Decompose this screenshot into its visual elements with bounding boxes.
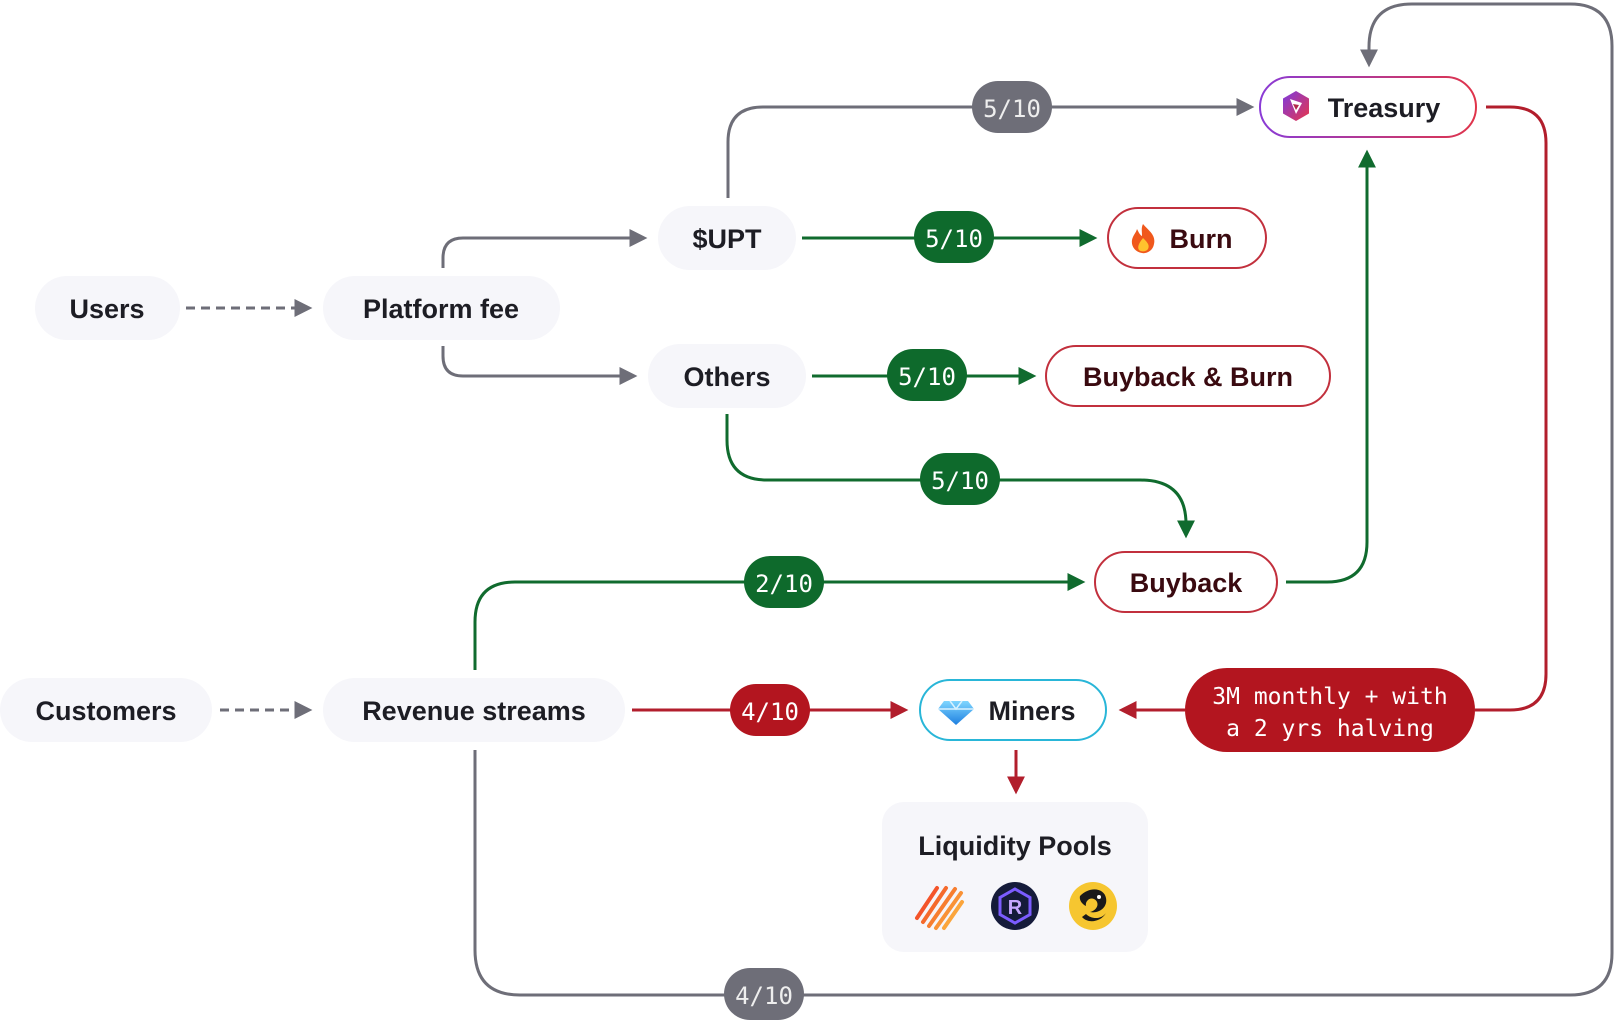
diamond-icon: [938, 700, 974, 725]
orca-icon: [1069, 882, 1117, 930]
ratio-pill-upt-burn: 5/10: [914, 211, 994, 263]
platform-fee-to-others-arrow: [441, 346, 638, 385]
svg-text:5/10: 5/10: [925, 225, 983, 253]
svg-text:Burn: Burn: [1170, 224, 1233, 254]
svg-text:Users: Users: [69, 294, 144, 324]
svg-text:5/10: 5/10: [931, 467, 989, 495]
svg-text:Liquidity Pools: Liquidity Pools: [918, 831, 1112, 861]
platform-fee-to-upt-arrow: [441, 229, 648, 268]
svg-text:Others: Others: [683, 362, 770, 392]
svg-text:Miners: Miners: [988, 696, 1075, 726]
node-miners: Miners: [919, 679, 1107, 741]
raydium-icon: R: [991, 882, 1039, 930]
svg-text:Buyback & Burn: Buyback & Burn: [1083, 362, 1293, 392]
svg-text:4/10: 4/10: [741, 698, 799, 726]
node-customers: Customers: [0, 678, 212, 742]
meteora-icon: [915, 886, 964, 930]
svg-text:Buyback: Buyback: [1130, 568, 1244, 598]
node-upt: $UPT: [658, 206, 796, 270]
revenue-to-buyback-arrow: [473, 573, 1086, 670]
node-treasury: Treasury: [1259, 76, 1477, 138]
ratio-pill-revenue-buyback: 2/10: [744, 556, 824, 608]
ratio-pill-revenue-miners: 4/10: [730, 684, 810, 736]
node-burn: Burn: [1107, 207, 1267, 269]
node-buyback: Buyback: [1094, 551, 1278, 613]
node-others: Others: [648, 344, 806, 408]
liquidity-pools-panel: Liquidity Pools R: [882, 802, 1148, 952]
svg-text:Platform fee: Platform fee: [363, 294, 519, 324]
ratio-pill-others-buyback-burn: 5/10: [887, 349, 967, 401]
upt-to-treasury-arrow: [726, 98, 1255, 198]
svg-text:4/10: 4/10: [735, 982, 793, 1010]
emission-note-pill: 3M monthly + with a 2 yrs halving: [1185, 668, 1475, 752]
buyback-to-treasury-arrow: [1286, 149, 1376, 584]
svg-text:Revenue streams: Revenue streams: [362, 696, 586, 726]
ratio-pill-revenue-treasury: 4/10: [724, 968, 804, 1020]
ratio-pill-others-buyback: 5/10: [920, 453, 1000, 505]
svg-text:3M monthly + with: 3M monthly + with: [1212, 684, 1447, 710]
svg-text:$UPT: $UPT: [692, 224, 762, 254]
ratio-pill-upt-treasury: 5/10: [972, 81, 1052, 133]
svg-text:R: R: [1008, 897, 1023, 919]
svg-text:Treasury: Treasury: [1328, 93, 1441, 123]
svg-text:5/10: 5/10: [898, 363, 956, 391]
node-revenue-streams: Revenue streams: [323, 678, 625, 742]
node-platform-fee: Platform fee: [323, 276, 560, 340]
treasury-logo-icon: [1283, 91, 1309, 121]
svg-text:a 2 yrs halving: a 2 yrs halving: [1226, 716, 1434, 742]
revenue-to-treasury-loop-arrow: [473, 2, 1614, 997]
node-users: Users: [35, 276, 180, 340]
svg-text:2/10: 2/10: [755, 570, 813, 598]
svg-text:Customers: Customers: [35, 696, 176, 726]
svg-text:5/10: 5/10: [983, 95, 1041, 123]
treasury-to-emission-line: [1475, 105, 1548, 712]
fire-icon: [1131, 224, 1155, 254]
node-buyback-burn: Buyback & Burn: [1045, 345, 1331, 407]
